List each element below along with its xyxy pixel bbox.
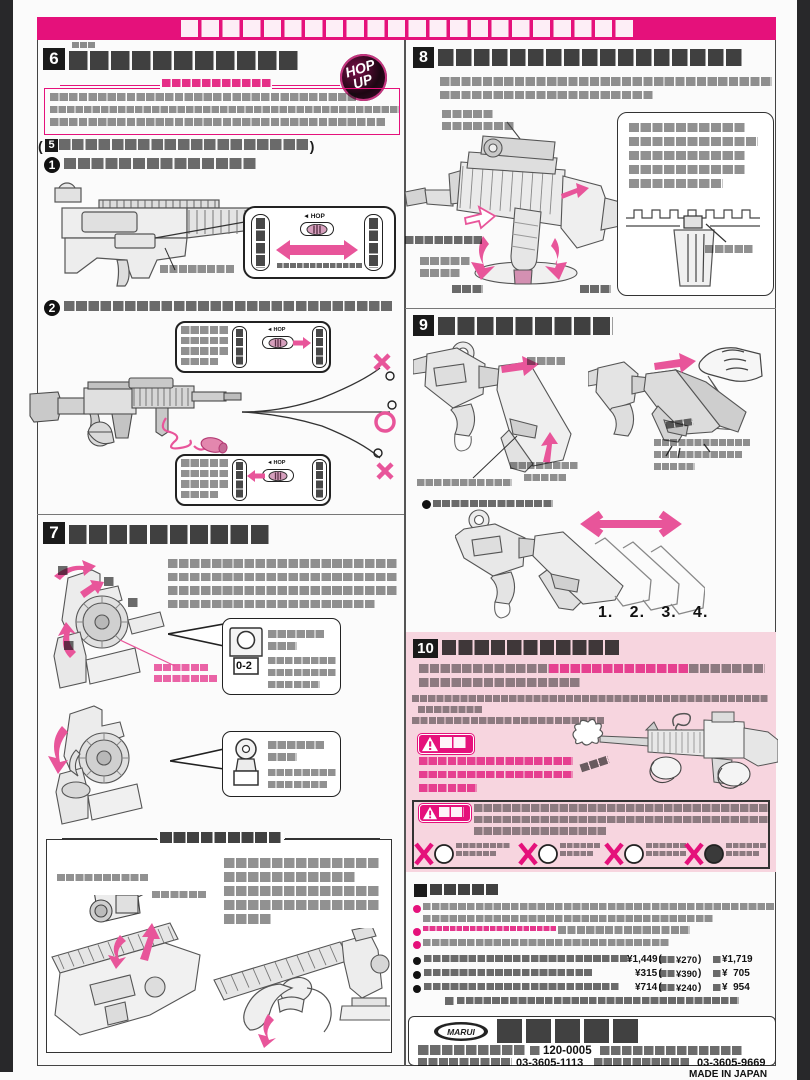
svg-text:MARUI: MARUI (447, 1027, 475, 1037)
